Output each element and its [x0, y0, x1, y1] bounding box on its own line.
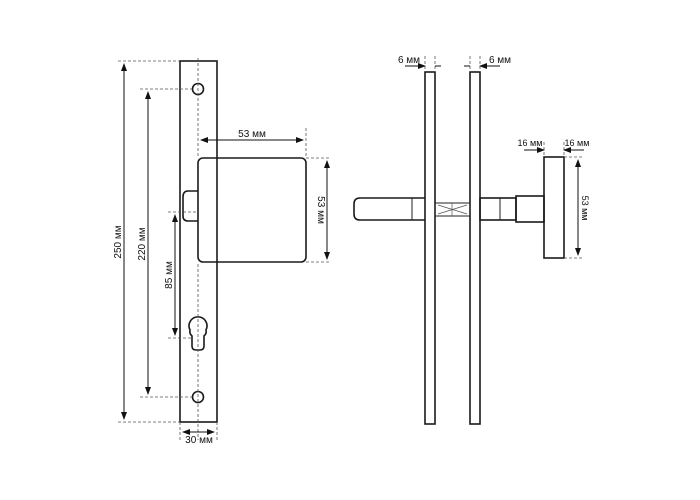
dim-plate-width-label: 30 мм — [185, 435, 213, 446]
dim-knob-diameter-label: 53 мм — [580, 196, 590, 221]
lever-handle-side — [353, 197, 425, 221]
dim-rosette-width-label: 53 мм — [238, 129, 266, 140]
dim-rosette-height-label: 53 мм — [315, 196, 326, 224]
dim-right-plate-thickness-label: 6 мм — [489, 55, 511, 66]
dim-left-plate-thickness-label: 6 мм — [398, 55, 420, 66]
handle-rosette — [197, 157, 307, 263]
right-plate-side — [469, 71, 481, 425]
knob-neck — [479, 197, 517, 221]
left-plate-side — [424, 71, 436, 425]
dim-knob-thickness-b-label: 16 мм — [565, 138, 590, 148]
escutcheon-plate — [179, 60, 218, 423]
spindle — [434, 202, 471, 217]
handle-neck — [182, 190, 198, 222]
dim-knob-thickness-a-label: 16 мм — [518, 138, 543, 148]
dim-hole-spacing-label: 220 мм — [137, 227, 148, 260]
dim-backset-label: 85 мм — [164, 261, 175, 289]
cylinder-keyhole — [188, 316, 208, 351]
front-view: 250 мм 220 мм 85 мм 53 мм 53 мм 30 мм — [113, 58, 330, 446]
knob-rosette-side — [543, 156, 565, 259]
knob-stem — [515, 195, 545, 223]
dim-plate-length-label: 250 мм — [113, 225, 124, 258]
side-view: 6 мм 6 мм 16 мм 16 мм 53 мм — [353, 55, 590, 425]
